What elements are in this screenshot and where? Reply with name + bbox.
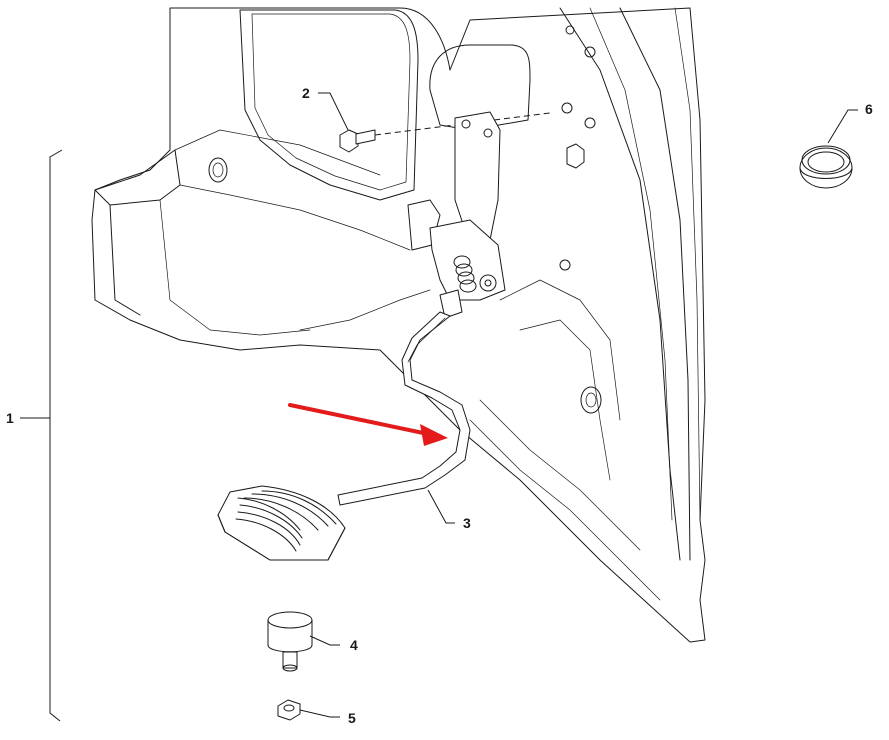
pedal-pad-ribs [235, 490, 337, 552]
rubber-stop-part [267, 611, 313, 672]
grommet-part [799, 145, 853, 189]
callout-3-label: 3 [463, 515, 471, 531]
callout-1: 1 [6, 149, 63, 722]
callout-4: 4 [309, 635, 358, 653]
callout-5-label: 5 [348, 710, 356, 726]
nut-part [277, 699, 301, 721]
callout-3: 3 [427, 489, 471, 531]
callout-1-label: 1 [6, 410, 14, 426]
callout-2: 2 [302, 85, 349, 131]
callout-2-label: 2 [302, 85, 310, 101]
callout-5: 5 [299, 709, 356, 726]
cab-panel [91, 7, 706, 643]
red-arrow-icon [288, 403, 448, 446]
pedal-bracket [407, 111, 506, 319]
callout-6-label: 6 [865, 101, 873, 117]
callout-6: 6 [827, 101, 873, 144]
callout-4-label: 4 [350, 637, 358, 653]
pedal-assembly [217, 311, 471, 561]
bolt-part [339, 112, 551, 153]
